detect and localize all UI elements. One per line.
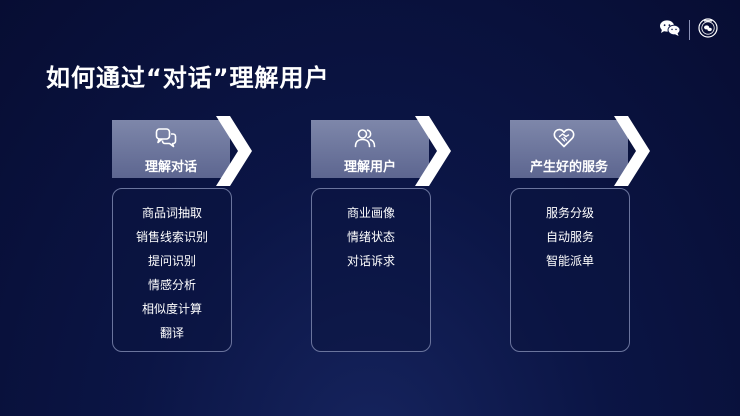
column-good-service: 产生好的服务 服务分级 自动服务 智能派单 xyxy=(510,116,650,356)
column-banner xyxy=(112,120,230,178)
chevron-arrow-icon xyxy=(216,116,252,186)
chat-bubbles-icon xyxy=(155,128,177,148)
chevron-arrow-icon xyxy=(415,116,451,186)
list-item: 相似度计算 xyxy=(141,302,202,316)
list-item: 提问识别 xyxy=(147,254,196,268)
column-banner xyxy=(311,120,429,178)
wechat-icon[interactable] xyxy=(659,19,681,41)
column-panel: 服务分级 自动服务 智能派单 xyxy=(510,188,630,352)
item-list: 服务分级 自动服务 智能派单 xyxy=(511,201,629,273)
list-item: 商业画像 xyxy=(346,206,395,220)
list-item: 自动服务 xyxy=(545,230,594,244)
list-item: 服务分级 xyxy=(545,206,594,220)
column-title: 理解用户 xyxy=(343,160,396,175)
seal-logo-icon xyxy=(698,18,718,42)
column-panel: 商品词抽取 销售线索识别 提问识别 情感分析 相似度计算 翻译 xyxy=(112,188,232,352)
list-item: 销售线索识别 xyxy=(135,230,208,244)
list-item: 翻译 xyxy=(159,326,184,340)
icon-divider xyxy=(689,20,690,40)
column-title: 理解对话 xyxy=(144,160,197,175)
list-item: 智能派单 xyxy=(545,254,594,268)
column-understand-dialogue: 理解对话 商品词抽取 销售线索识别 提问识别 情感分析 相似度计算 翻译 xyxy=(112,116,252,356)
users-icon xyxy=(354,129,376,148)
chevron-arrow-icon xyxy=(614,116,650,186)
column-understand-user: 理解用户 商业画像 情绪状态 对话诉求 xyxy=(311,116,451,356)
column-panel: 商业画像 情绪状态 对话诉求 xyxy=(311,188,431,352)
item-list: 商品词抽取 销售线索识别 提问识别 情感分析 相似度计算 翻译 xyxy=(113,201,231,345)
list-item: 情感分析 xyxy=(147,278,196,292)
slide-title: 如何通过“对话”理解用户 xyxy=(46,64,330,92)
list-item: 情绪状态 xyxy=(346,230,395,244)
item-list: 商业画像 情绪状态 对话诉求 xyxy=(312,201,430,273)
heart-handshake-icon xyxy=(553,128,575,148)
column-title: 产生好的服务 xyxy=(529,160,608,175)
top-right-icons xyxy=(659,18,718,42)
list-item: 对话诉求 xyxy=(346,254,395,268)
list-item: 商品词抽取 xyxy=(141,206,202,220)
